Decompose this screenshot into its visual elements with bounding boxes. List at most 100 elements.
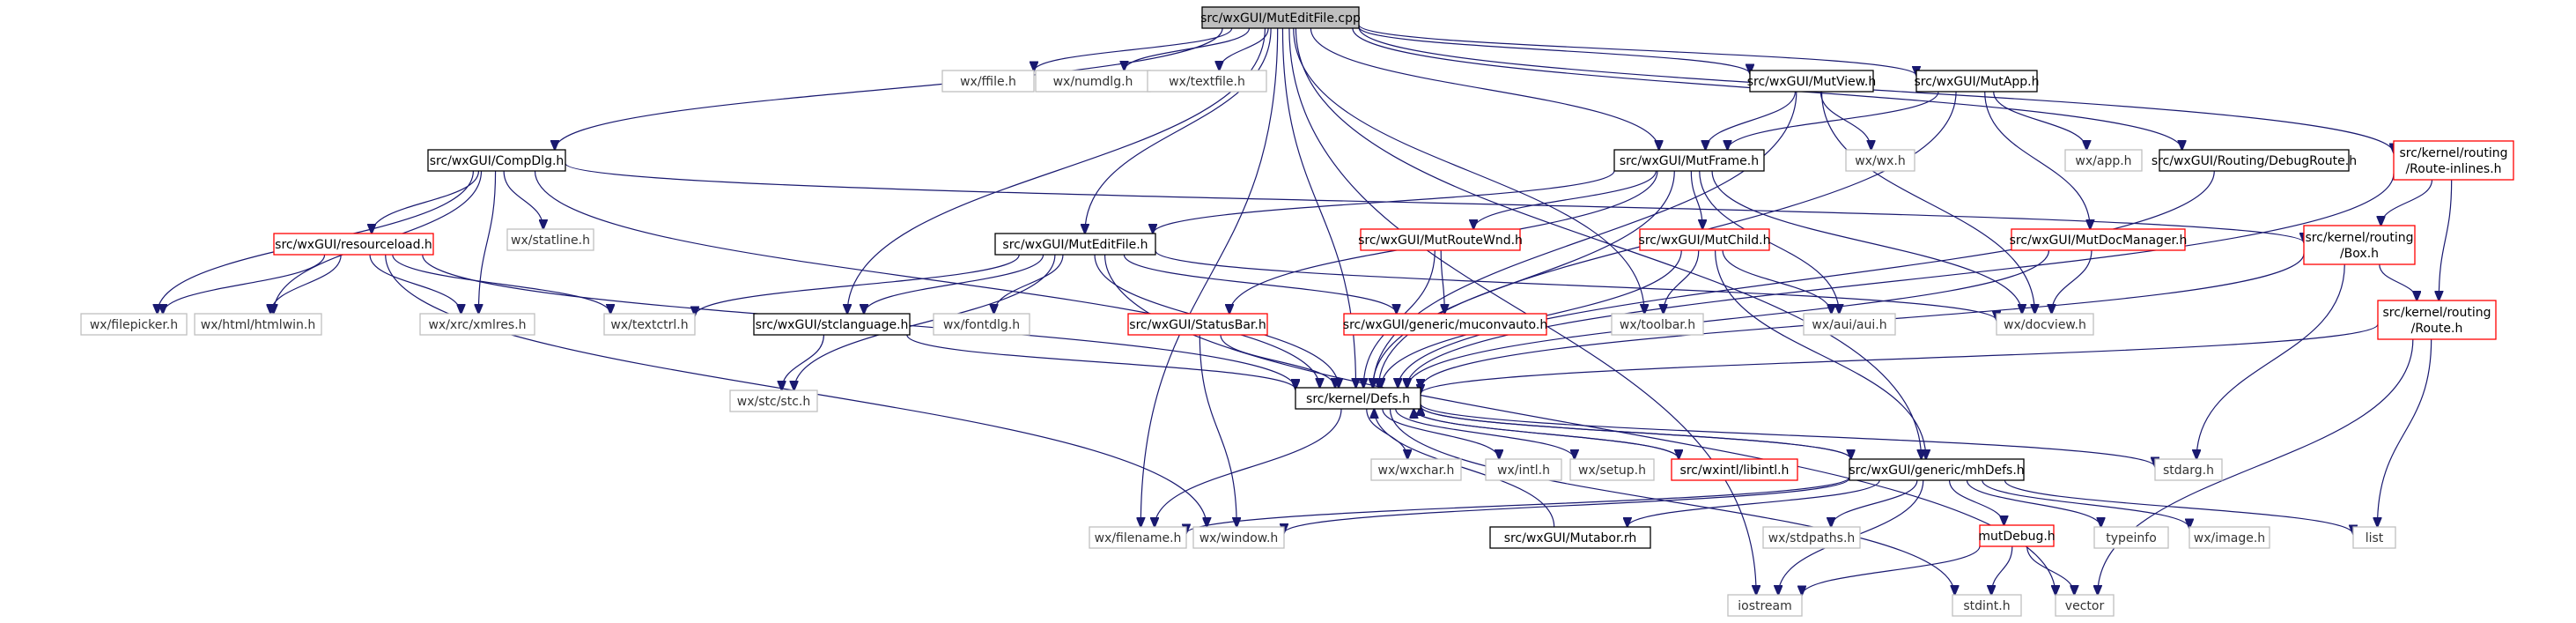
edge-root-to-iostream <box>1288 27 1756 595</box>
node-box <box>1845 149 1915 172</box>
node-label: wx/aui/aui.h <box>1812 318 1886 332</box>
node-root[interactable]: src/wxGUI/MutEditFile.cpp <box>1200 6 1361 29</box>
node-mutaborrh[interactable]: src/wxGUI/Mutabor.rh <box>1489 526 1651 549</box>
edge-defsh-to-stdarg <box>1420 403 2155 467</box>
edge-mhdefs-to-stdpaths <box>1831 479 1918 527</box>
node-label: wx/stdpaths.h <box>1768 531 1856 545</box>
node-defsh[interactable]: src/kernel/Defs.h <box>1295 387 1421 410</box>
node-routeh[interactable]: src/kernel/routing/Route.h <box>2377 300 2497 340</box>
edge-mutchild-to-auih <box>1722 249 1831 314</box>
node-mutdebug[interactable]: mutDebug.h <box>1978 524 2056 547</box>
node-box <box>80 313 188 336</box>
node-box <box>1192 526 1285 549</box>
node-mutframe[interactable]: src/wxGUI/MutFrame.h <box>1613 149 1765 172</box>
node-box <box>729 389 818 412</box>
node-box <box>1803 313 1896 336</box>
node-label: wx/app.h <box>2075 154 2131 168</box>
node-xmlres: wx/xrc/xmlres.h <box>419 313 535 336</box>
node-label: wx/ffile.h <box>960 75 1016 89</box>
node-box <box>2303 225 2416 265</box>
edges <box>158 24 2453 595</box>
node-routeinl[interactable]: src/kernel/routing/Route-inlines.h <box>2393 140 2514 181</box>
node-mhdefs[interactable]: src/wxGUI/generic/mhDefs.h <box>1849 458 2025 481</box>
edge-mutframe-to-mutrouteWnd <box>1473 170 1657 229</box>
edge-mhdefs-to-list <box>2004 479 2353 534</box>
node-debugroute[interactable]: src/wxGUI/Routing/DebugRoute.h <box>2152 149 2357 172</box>
edge-boxh-to-stdarg <box>2196 263 2345 459</box>
node-vector: vector <box>2055 594 2115 617</box>
node-box <box>994 233 1156 256</box>
edge-root-to-mutview <box>1358 26 1750 74</box>
node-list: list <box>2352 526 2396 549</box>
edge-mhdefs-to-image <box>1982 479 2189 528</box>
node-label: vector <box>2065 599 2105 613</box>
node-label: stdarg.h <box>2163 464 2214 478</box>
node-statusbar[interactable]: src/wxGUI/StatusBar.h <box>1127 313 1268 336</box>
node-mutapp[interactable]: src/wxGUI/MutApp.h <box>1915 70 2040 93</box>
edge-defsh-to-intl <box>1382 408 1499 459</box>
node-image: wx/image.h <box>2188 526 2270 549</box>
edge-mutdebug-to-stdint <box>1991 545 2013 595</box>
node-label: wx/setup.h <box>1578 464 1646 478</box>
edge-muteditfileh-to-muconvauto <box>1123 254 1396 314</box>
node-label: src/kernel/routing <box>2305 231 2413 245</box>
node-label: wx/filepicker.h <box>90 318 178 332</box>
node-label: wx/docview.h <box>2004 318 2086 332</box>
edge-mutdocmgr-to-docview <box>2052 249 2093 314</box>
edge-mhdefs-to-window <box>1284 478 1850 533</box>
node-label: wx/image.h <box>2194 531 2265 545</box>
edge-root-to-toolbar <box>1293 27 1644 314</box>
node-box <box>427 149 566 172</box>
node-label: src/wxGUI/StatusBar.h <box>1129 318 1266 332</box>
node-box <box>1727 594 1803 617</box>
node-label: stdint.h <box>1963 599 2010 613</box>
edge-mutdebug-to-vector <box>2026 545 2075 595</box>
node-label: wx/statline.h <box>511 234 590 248</box>
node-box <box>1952 594 2022 617</box>
node-label: mutDebug.h <box>1978 530 2055 544</box>
node-toolbar: wx/toolbar.h <box>1611 313 1704 336</box>
edge-mutview-to-docview <box>1820 91 2035 314</box>
node-stdarg: stdarg.h <box>2154 458 2223 481</box>
node-label: wx/filename.h <box>1095 531 1182 545</box>
node-label: wx/stc/stc.h <box>737 395 810 409</box>
node-stclanguage[interactable]: src/wxGUI/stclanguage.h <box>753 313 911 336</box>
node-resourceload[interactable]: src/wxGUI/resourceload.h <box>273 233 434 256</box>
node-muconvauto[interactable]: src/wxGUI/generic/muconvauto.h <box>1343 313 1547 336</box>
node-box <box>194 313 322 336</box>
edge-routeinl-to-defsh <box>1406 173 2395 388</box>
node-label: src/kernel/routing <box>2382 306 2491 320</box>
edge-statusbar-to-defsh <box>1220 334 1335 388</box>
node-mutview[interactable]: src/wxGUI/MutView.h <box>1747 70 1877 93</box>
edge-root-to-mhdefs <box>1295 27 1921 459</box>
edge-root-to-compdlg <box>555 27 1223 150</box>
node-label: wx/textfile.h <box>1169 75 1245 89</box>
node-box <box>1295 387 1421 410</box>
node-box <box>1671 458 1798 481</box>
node-mutrouteWnd[interactable]: src/wxGUI/MutRouteWnd.h <box>1358 228 1523 251</box>
node-box <box>1613 149 1765 172</box>
edge-muteditfileh-to-fontdlg <box>994 254 1064 314</box>
node-muteditfileh[interactable]: src/wxGUI/MutEditFile.h <box>994 233 1156 256</box>
edge-mutchild-to-mhdefs <box>1715 249 1926 459</box>
node-textctrl: wx/textctrl.h <box>603 313 696 336</box>
node-label: src/wxGUI/resourceload.h <box>275 238 432 252</box>
edge-mutview-to-mutframe <box>1706 91 1797 150</box>
edge-mutchild-to-toolbar <box>1664 249 1700 314</box>
node-compdlg[interactable]: src/wxGUI/CompDlg.h <box>427 149 566 172</box>
node-box <box>2188 526 2270 549</box>
node-boxh[interactable]: src/kernel/routing/Box.h <box>2303 225 2416 265</box>
edge-mutapp-to-apph <box>1993 91 2087 150</box>
node-box <box>1569 458 1655 481</box>
node-label: iostream <box>1738 599 1792 613</box>
edge-routeh-to-list <box>2377 338 2432 527</box>
node-label: typeinfo <box>2106 531 2157 545</box>
edge-compdlg-to-defsh <box>534 170 1319 388</box>
node-box <box>419 313 535 336</box>
node-label: src/wxGUI/CompDlg.h <box>430 154 565 168</box>
edge-root-to-ffile <box>1034 27 1233 71</box>
edge-routeh-to-defsh <box>1421 323 2379 394</box>
node-mutchild[interactable]: src/wxGUI/MutChild.h <box>1639 228 1771 251</box>
node-libintl[interactable]: src/wxintl/libintl.h <box>1671 458 1798 481</box>
node-mutdocmgr[interactable]: src/wxGUI/MutDocManager.h <box>2010 228 2188 251</box>
